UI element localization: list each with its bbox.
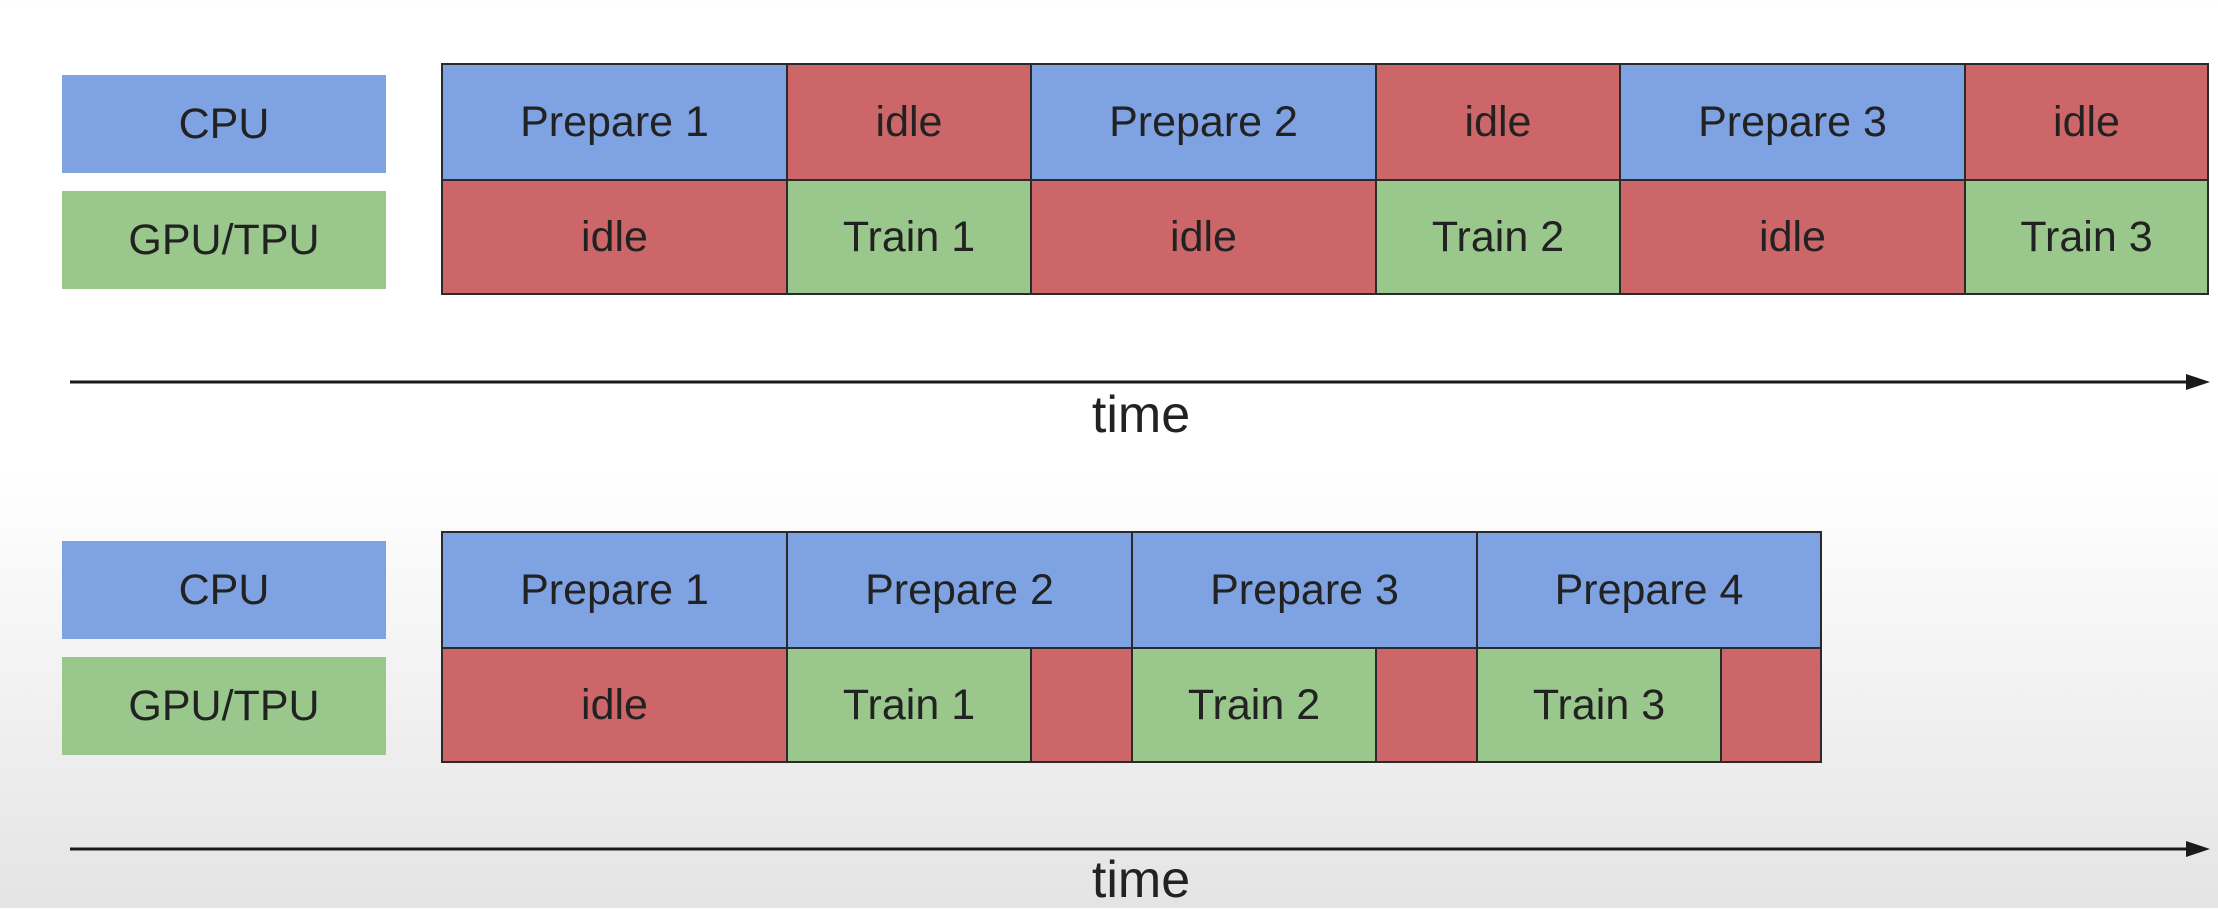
accelerator-segment-train-2: Train 2 xyxy=(1377,181,1621,293)
cpu-segment-prepare-3: Prepare 3 xyxy=(1621,65,1966,181)
segment-label: idle xyxy=(1759,212,1826,261)
legend-cpu-label: CPU xyxy=(178,99,270,148)
legend-cpu: CPU xyxy=(62,75,386,173)
segment-label: Train 1 xyxy=(842,212,976,261)
accelerator-segment-train-1: Train 1 xyxy=(788,649,1032,761)
legend-accelerator: GPU/TPU xyxy=(62,657,386,755)
cpu-segment-prepare-2: Prepare 2 xyxy=(788,533,1133,649)
time-axis-label: time xyxy=(1091,386,1191,444)
accelerator-segment-train-2: Train 2 xyxy=(1133,649,1377,761)
segment-label: Prepare 3 xyxy=(1698,97,1887,146)
segment-label: idle xyxy=(875,97,943,146)
accelerator-segment-idle-1: idle xyxy=(443,181,788,293)
time-axis-arrow xyxy=(70,374,2210,390)
segment-label: Prepare 3 xyxy=(1210,565,1399,614)
segment-label: Prepare 2 xyxy=(1109,97,1298,146)
accelerator-segment-idle-gap-1 xyxy=(1032,649,1133,761)
cpu-segment-prepare-4: Prepare 4 xyxy=(1478,533,1820,649)
accelerator-segment-train-1: Train 1 xyxy=(788,181,1032,293)
segment-label: Train 1 xyxy=(842,680,976,729)
cpu-segment-prepare-3: Prepare 3 xyxy=(1133,533,1478,649)
segment-label: Prepare 4 xyxy=(1554,565,1744,614)
cpu-segment-idle-2: idle xyxy=(1377,65,1621,181)
cpu-segment-prepare-2: Prepare 2 xyxy=(1032,65,1377,181)
accelerator-segment-idle-gap-3 xyxy=(1722,649,1820,761)
segment-label: Train 2 xyxy=(1431,212,1565,261)
segment-label: Train 2 xyxy=(1187,680,1321,729)
segment-label: idle xyxy=(581,212,648,261)
legend-accelerator-label: GPU/TPU xyxy=(128,681,320,730)
segment-label: Prepare 1 xyxy=(520,97,709,146)
cpu-segment-idle-1: idle xyxy=(788,65,1032,181)
accelerator-segment-idle-gap-2 xyxy=(1377,649,1478,761)
segment-label: Train 3 xyxy=(2020,212,2153,261)
segment-label: Prepare 2 xyxy=(865,565,1054,614)
cpu-segment-idle-3: idle xyxy=(1966,65,2207,181)
legend-accelerator-label: GPU/TPU xyxy=(128,215,320,264)
time-axis-arrow xyxy=(70,841,2210,857)
timeline-prefetched: Prepare 1 Prepare 2 Prepare 3 Prepare 4 … xyxy=(441,531,1822,763)
segment-label: idle xyxy=(1170,212,1237,261)
time-axis-label: time xyxy=(1091,851,1191,909)
timeline-sequential: Prepare 1 idle Prepare 2 idle Prepare 3 … xyxy=(441,63,2209,295)
accelerator-segment-train-3: Train 3 xyxy=(1478,649,1722,761)
accelerator-segment-idle-1: idle xyxy=(443,649,788,761)
segment-label: idle xyxy=(2053,97,2120,146)
segment-label: Prepare 1 xyxy=(520,565,709,614)
legend-cpu: CPU xyxy=(62,541,386,639)
segment-label: Train 3 xyxy=(1532,680,1666,729)
legend-cpu-label: CPU xyxy=(178,565,270,614)
cpu-segment-prepare-1: Prepare 1 xyxy=(443,65,788,181)
cpu-segment-prepare-1: Prepare 1 xyxy=(443,533,788,649)
segment-label: idle xyxy=(1464,97,1532,146)
accelerator-segment-idle-3: idle xyxy=(1621,181,1966,293)
accelerator-segment-train-3: Train 3 xyxy=(1966,181,2207,293)
legend-accelerator: GPU/TPU xyxy=(62,191,386,289)
segment-label: idle xyxy=(581,680,648,729)
accelerator-segment-idle-2: idle xyxy=(1032,181,1377,293)
